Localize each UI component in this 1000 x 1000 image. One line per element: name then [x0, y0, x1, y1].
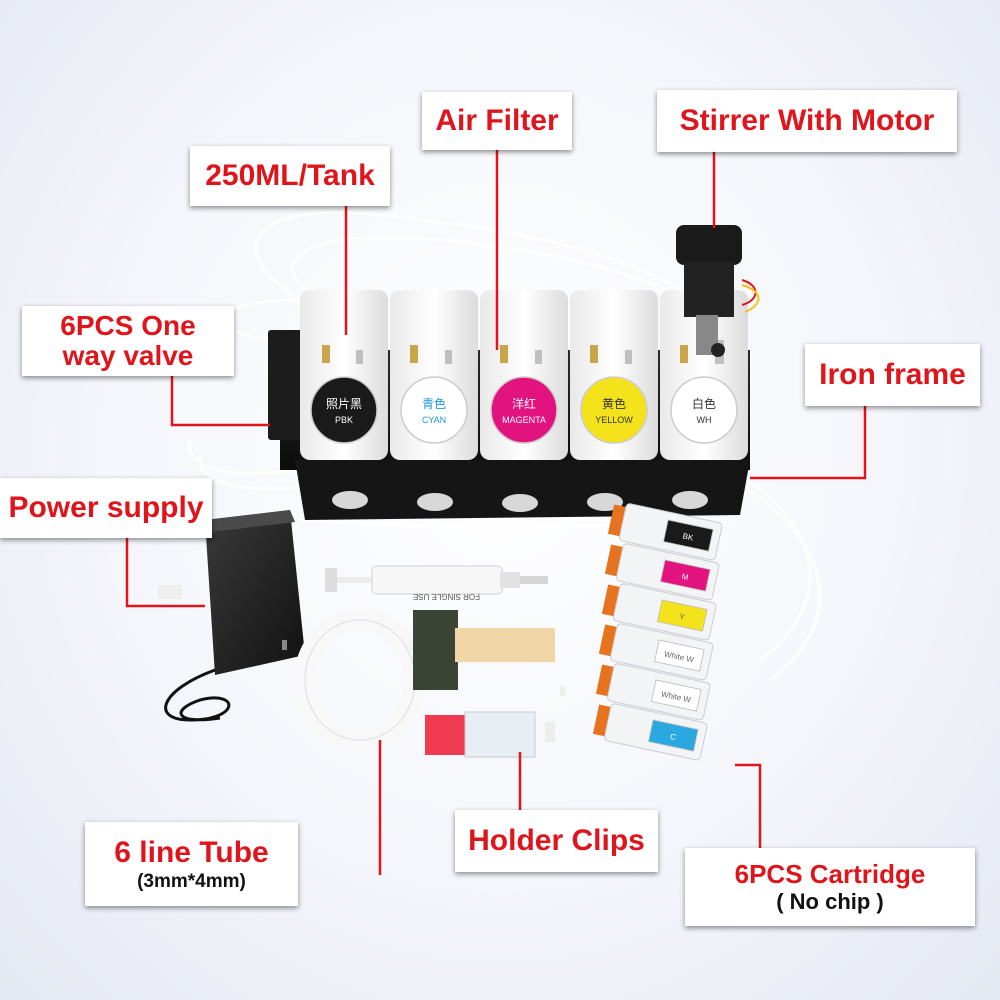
tank-disc-circle [580, 376, 648, 444]
cartridge-tag: BK [682, 532, 695, 543]
cartridge-6: C [592, 703, 708, 761]
syringe-print: FOR SINGLE USE [413, 592, 480, 601]
tube-label: 6 line Tube (3mm*4mm) [85, 822, 298, 906]
power-supply-adapter [158, 510, 305, 722]
cartridge-tag: C [669, 732, 677, 742]
air-filter-text: Air Filter [435, 104, 559, 137]
tank-disc-en: YELLOW [595, 415, 633, 425]
one-way-valve-label: 6PCS One way valve [22, 306, 234, 376]
tank-disc-4: 黄色 YELLOW [580, 376, 648, 444]
cartridge-color-patch [651, 679, 702, 712]
cartridge-4: White W [598, 623, 714, 681]
cartridge-tag: M [681, 572, 690, 582]
cartridge-color-patch [648, 719, 699, 752]
cartridge-5: White W [595, 663, 711, 721]
foam-pad [413, 610, 555, 690]
cartridge-label: 6PCS Cartridge ( No chip ) [685, 848, 975, 926]
tank-disc-cn: 白色 [692, 396, 716, 411]
tube-size-text: (3mm*4mm) [137, 870, 246, 892]
tube-text: 6 line Tube [114, 835, 269, 869]
syringe [325, 565, 548, 595]
holder-clips-label: Holder Clips [455, 810, 658, 872]
cartridge-3: Y [601, 583, 717, 641]
tank-disc-circle [490, 376, 558, 444]
tank-capacity-text: 250ML/Tank [205, 159, 375, 192]
cartridge-text: 6PCS Cartridge [734, 859, 926, 889]
holder-clips-text: Holder Clips [468, 824, 645, 857]
tank-disc-en: MAGENTA [502, 415, 546, 425]
cartridge-note-text: ( No chip ) [776, 889, 884, 914]
tank-disc-en: WH [697, 415, 712, 425]
tank-disc-1: 照片黑 PBK [310, 376, 378, 444]
tank-disc-en: PBK [335, 415, 353, 425]
air-filter-label: Air Filter [422, 92, 572, 150]
valve-text-line1: 6PCS One [60, 310, 196, 341]
leader-lines [125, 148, 867, 875]
iron-frame-label: Iron frame [805, 344, 980, 406]
stirrer-text: Stirrer With Motor [679, 104, 935, 137]
tank-disc-cn: 黄色 [602, 397, 626, 411]
power-supply-text: Power supply [8, 491, 204, 524]
tank-disc-5: 白色 WH [670, 376, 738, 444]
valve-text-line2: way valve [62, 340, 194, 371]
cartridge-color-patch [660, 559, 711, 592]
tank-disc-cn: 洋红 [512, 396, 536, 411]
cartridge-tag: Y [678, 612, 686, 622]
cartridge-color-patch [663, 519, 714, 552]
power-supply-label: Power supply [0, 478, 212, 538]
tank-disc-cn: 青色 [422, 397, 446, 411]
cartridge-color-patch [654, 639, 705, 672]
cartridge-color-patch [657, 599, 708, 632]
tank-disc-circle [670, 376, 738, 444]
tank-capacity-label: 250ML/Tank [190, 146, 390, 206]
tank-disc-circle [400, 376, 468, 444]
tank-disc-3: 洋红 MAGENTA [490, 376, 558, 444]
stirrer-motor [676, 225, 760, 357]
iron-frame-text: Iron frame [819, 358, 966, 391]
tank-disc-circle [310, 376, 378, 444]
tank-color-labels: 照片黑 PBK 青色 CYAN 洋红 MAGENTA 黄色 YELLOW 白色 WH [310, 376, 738, 444]
tank-disc-en: CYAN [422, 415, 446, 425]
tank-disc-2: 青色 CYAN [400, 376, 468, 444]
tank-disc-cn: 照片黑 [326, 397, 362, 411]
stirrer-label: Stirrer With Motor [657, 90, 957, 152]
cartridge-1: BK [607, 503, 723, 561]
cartridge-2: M [604, 543, 720, 601]
holder-clips [425, 686, 566, 758]
